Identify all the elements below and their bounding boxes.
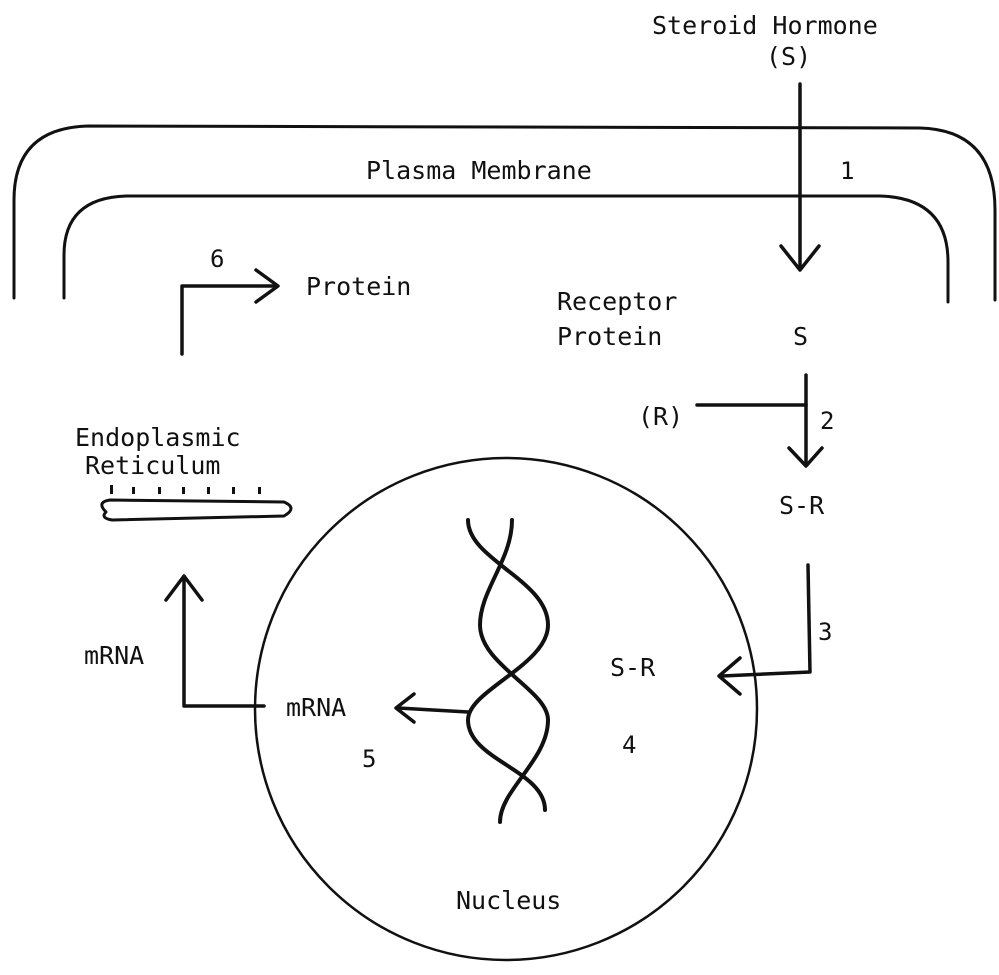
ribosome-dots <box>110 485 261 494</box>
steroid-hormone-label: Steroid Hormone <box>652 11 878 40</box>
steroid-receptor-complex-label: S-R <box>779 491 825 520</box>
dna-strand-a <box>468 520 548 810</box>
mrna-export-path <box>184 578 264 706</box>
receptor-symbol-label: (R) <box>638 402 683 431</box>
step2-number: 2 <box>820 407 834 435</box>
plasma-membrane-label: Plasma Membrane <box>366 156 592 185</box>
step1-number: 1 <box>840 157 854 185</box>
receptor-protein-label-line2: Protein <box>557 322 662 351</box>
steroid-symbol-label: (S) <box>766 42 811 71</box>
step6-number: 6 <box>210 245 224 273</box>
step3-path <box>722 565 810 676</box>
endoplasmic-label-line2: Reticulum <box>85 451 220 480</box>
transcription-arrow <box>398 708 468 712</box>
protein-label: Protein <box>306 272 411 301</box>
receptor-protein-label-line1: Receptor <box>557 287 677 316</box>
mrna-inner-label: mRNA <box>286 693 346 722</box>
step3-number: 3 <box>818 618 832 646</box>
endoplasmic-reticulum-shape <box>102 500 291 520</box>
plasma-membrane-outer <box>14 126 995 300</box>
steroid-inside-label: S <box>793 322 808 351</box>
mrna-outer-label: mRNA <box>84 641 144 670</box>
nucleus-label: Nucleus <box>456 886 561 915</box>
step5-number: 5 <box>362 745 376 773</box>
nuclear-complex-label: S-R <box>610 653 656 682</box>
step4-number: 4 <box>622 731 636 759</box>
endoplasmic-label-line1: Endoplasmic <box>75 423 241 452</box>
